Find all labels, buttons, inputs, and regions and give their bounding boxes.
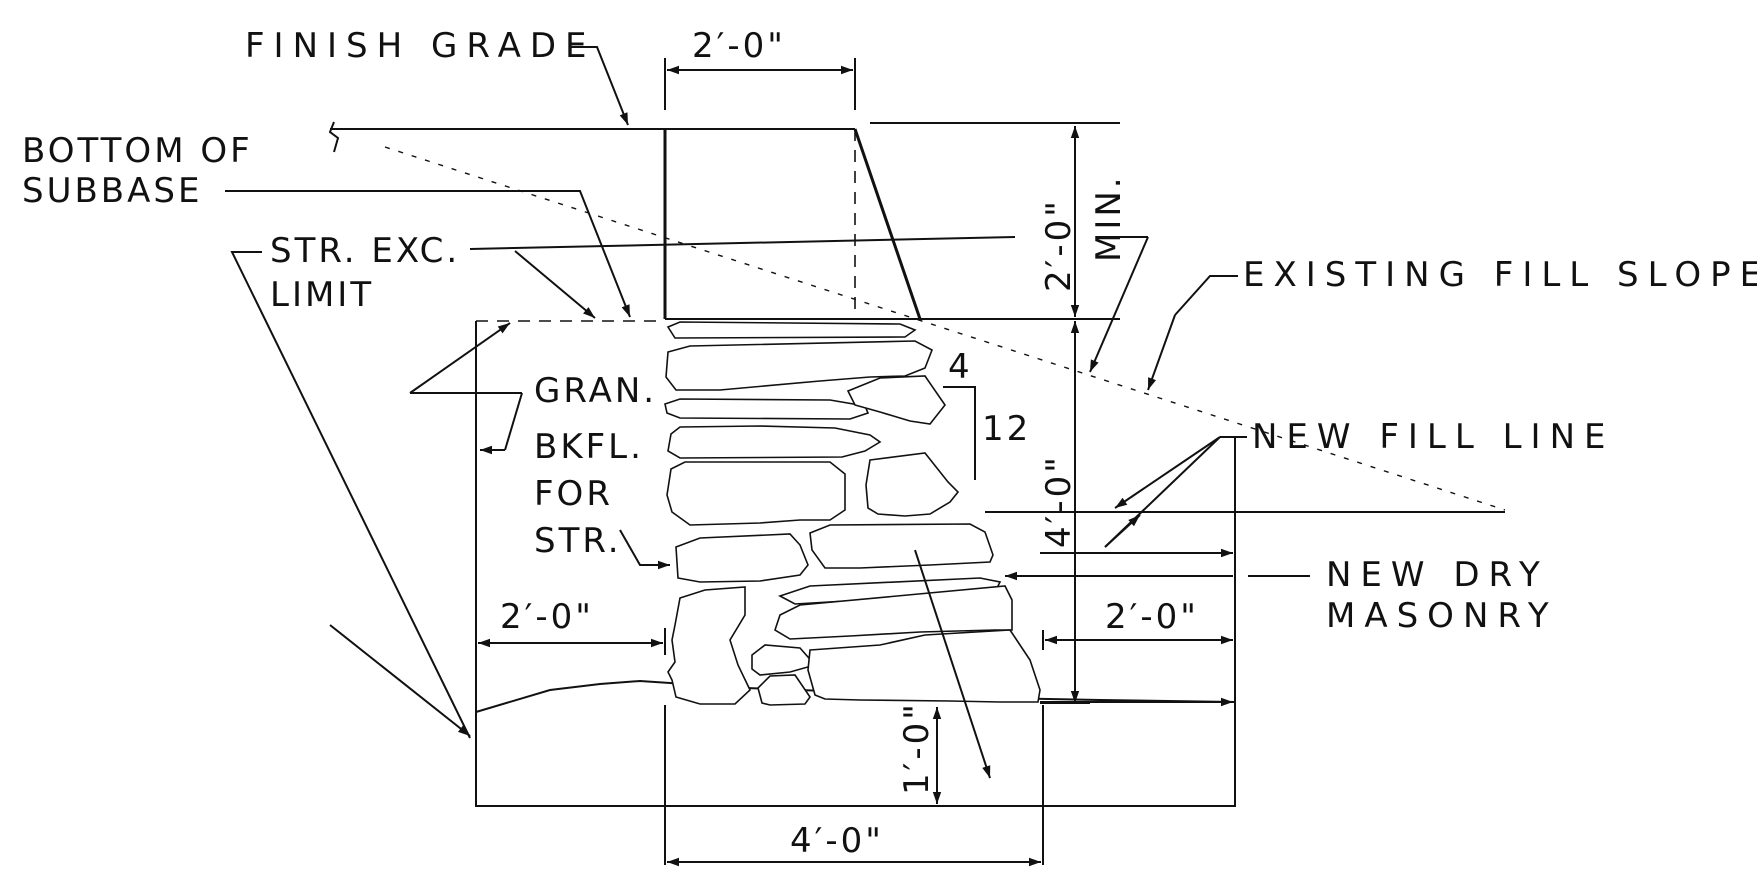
dimension-footing-depth-label: 1′-0": [897, 701, 937, 795]
dimension-top-width: 2′-0": [664, 26, 856, 110]
label-bottom-of-subbase: BOTTOM OF SUBBASE: [22, 131, 631, 318]
label-limit-text: LIMIT: [270, 275, 374, 315]
finish-grade-line: [328, 121, 665, 153]
dimension-right-offset: 2′-0": [1042, 597, 1233, 650]
dry-masonry-stones: [664, 321, 1041, 706]
label-new-fill-line: NEW FILL LINE: [1104, 417, 1615, 548]
label-str-text: STR.: [534, 521, 622, 561]
label-bkfl-text: BKFL.: [534, 427, 644, 467]
label-new-fill-line-text: NEW FILL LINE: [1252, 417, 1615, 457]
dimension-right-offset-label: 2′-0": [1105, 597, 1199, 637]
label-bottom-of-text: BOTTOM OF: [22, 131, 253, 171]
top-cap-block: [663, 128, 922, 320]
label-str-exc-text: STR. EXC.: [270, 231, 460, 271]
label-masonry-text: MASONRY: [1326, 596, 1558, 636]
dimension-top-width-label: 2′-0": [692, 26, 786, 66]
dimension-cap-height-label: 2′-0": [1039, 198, 1079, 292]
label-gran-text: GRAN.: [534, 371, 657, 411]
dimension-footing-depth: 1′-0": [897, 701, 942, 804]
label-finish-grade-text: FINISH GRADE: [245, 26, 596, 66]
label-subbase-text: SUBBASE: [22, 171, 202, 211]
dimension-cap-min-label: MIN.: [1089, 174, 1129, 262]
dimension-cap-height: 2′-0" MIN.: [870, 122, 1129, 320]
label-existing-fill-slope-text: EXISTING FILL SLOPE: [1243, 255, 1757, 295]
label-existing-fill-slope: EXISTING FILL SLOPE: [1089, 236, 1757, 391]
slope-rise-label: 4: [948, 347, 973, 387]
dimension-left-offset-label: 2′-0": [500, 597, 594, 637]
dimension-base-width-label: 4′-0": [790, 821, 884, 861]
existing-fill-slope-line: [384, 146, 1506, 511]
dimension-wall-height-label: 4′-0": [1039, 454, 1079, 548]
slope-run-label: 12: [982, 409, 1031, 449]
label-for-text: FOR: [534, 474, 613, 514]
label-str-exc-limit: STR. EXC. LIMIT: [230, 231, 1016, 739]
slope-indicator: 4 12: [943, 347, 1031, 480]
label-new-dry-text: NEW DRY: [1326, 555, 1549, 595]
label-gran-bkfl: GRAN. BKFL. FOR STR.: [409, 322, 670, 570]
label-new-dry-masonry: NEW DRY MASONRY: [914, 548, 1558, 779]
dimension-base-width: 4′-0": [667, 821, 1041, 867]
label-finish-grade: FINISH GRADE: [245, 26, 629, 126]
dimension-left-offset: 2′-0": [478, 597, 666, 655]
